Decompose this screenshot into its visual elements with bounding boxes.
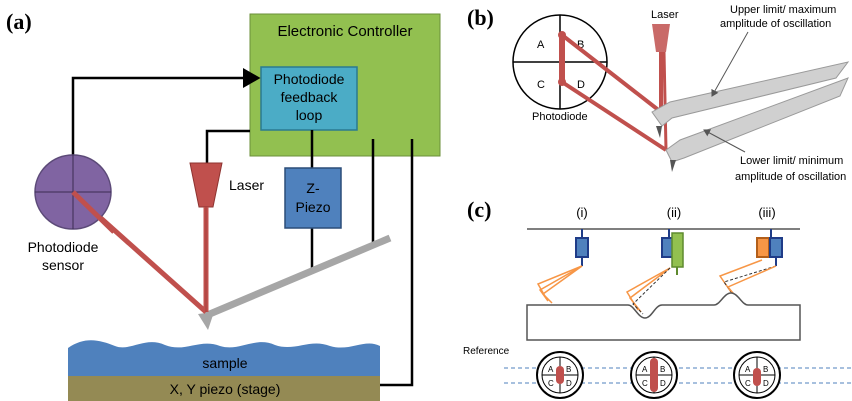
c-ref-iii-b: B xyxy=(763,365,768,374)
c-iii-piezo-active xyxy=(756,237,770,258)
sample-label: sample xyxy=(202,355,247,371)
c-ii-cantilever-dashed xyxy=(632,267,671,315)
c-i-piezo xyxy=(575,237,589,258)
b-reflect-upper xyxy=(560,33,663,114)
cantilever xyxy=(203,234,392,320)
c-iii-cantilever-1 xyxy=(718,259,763,293)
c-i-cantilever-3 xyxy=(541,265,583,304)
c-ref-spot-i xyxy=(556,366,564,384)
b-incident-beam-lower xyxy=(662,51,668,151)
c-ref-i-d: D xyxy=(566,379,572,388)
panel-b-tag: (b) xyxy=(467,5,494,30)
c-ref-i-a: A xyxy=(548,365,554,374)
feedback-label-line3: loop xyxy=(296,107,323,123)
b-lower-label-line2: amplitude of oscillation xyxy=(735,171,846,183)
zpiezo-box xyxy=(284,167,342,229)
panel-c-tag: (c) xyxy=(467,197,491,222)
c-ref-spot-ii xyxy=(650,358,658,392)
b-lower-arrow xyxy=(703,129,746,153)
b-reflect-lower xyxy=(560,80,668,152)
c-case-ii: (ii) xyxy=(667,205,681,220)
panel-a-tag: (a) xyxy=(6,9,32,34)
b-quadrant-b: B xyxy=(577,39,584,51)
c-case-i: (i) xyxy=(576,205,588,220)
laser-emitter xyxy=(189,162,223,208)
c-ref-ii-c: C xyxy=(642,379,648,388)
stage-label: X, Y piezo (stage) xyxy=(170,381,281,397)
c-ref-ii-b: B xyxy=(660,365,665,374)
feedback-loop-box xyxy=(260,66,358,131)
c-ref-ii-d: D xyxy=(660,379,666,388)
controller-label: Electronic Controller xyxy=(277,23,412,40)
photodiode-label-line1: Photodiode xyxy=(28,239,99,255)
c-sample-surface xyxy=(526,292,801,341)
zpiezo-label-line2: Piezo xyxy=(295,199,330,215)
c-case-iii: (iii) xyxy=(758,205,775,220)
b-upper-label-line2: amplitude of oscillation xyxy=(720,18,831,30)
laser-label: Laser xyxy=(229,177,264,193)
b-laser xyxy=(652,24,670,52)
feedback-label-line2: feedback xyxy=(281,89,339,105)
b-spot-lower xyxy=(558,78,566,86)
b-quadrant-c: C xyxy=(537,79,545,91)
cantilever-tip xyxy=(198,312,214,330)
beam-on-sensor xyxy=(71,190,116,234)
b-upper-arrow xyxy=(711,31,749,97)
b-spot-upper xyxy=(558,31,566,39)
b-quadrant-d: D xyxy=(577,79,585,91)
c-reference-label: Reference xyxy=(463,346,510,357)
c-ii-zpiezo xyxy=(671,232,684,268)
b-laser-label: Laser xyxy=(651,9,679,21)
b-quadrant-a: A xyxy=(537,39,545,51)
photodiode-label-line2: sensor xyxy=(42,257,84,273)
photodiode-to-feedback-wire xyxy=(71,68,261,155)
stage-wire xyxy=(380,139,414,387)
c-ref-ii-a: A xyxy=(642,365,648,374)
c-iii-piezo xyxy=(769,237,783,258)
c-ref-spot-iii xyxy=(753,368,761,386)
c-ref-iii-a: A xyxy=(745,365,751,374)
laser-wire xyxy=(205,129,250,163)
c-ref-i-c: C xyxy=(548,379,554,388)
b-photodiode-label: Photodiode xyxy=(532,111,588,123)
c-ii-cantilever-2 xyxy=(628,267,671,313)
stage-layer xyxy=(68,376,380,401)
c-ref-iii-c: C xyxy=(745,379,751,388)
b-upper-label-line1: Upper limit/ maximum xyxy=(730,4,836,16)
sample-layer xyxy=(68,340,380,378)
zpiezo-label-line1: Z- xyxy=(306,180,320,196)
b-lower-label-line1: Lower limit/ minimum xyxy=(740,155,843,167)
b-tip-lower xyxy=(670,160,676,172)
c-ref-iii-d: D xyxy=(763,379,769,388)
b-tip-upper xyxy=(656,126,662,138)
feedback-label-line1: Photodiode xyxy=(274,71,345,87)
c-ref-i-b: B xyxy=(566,365,571,374)
